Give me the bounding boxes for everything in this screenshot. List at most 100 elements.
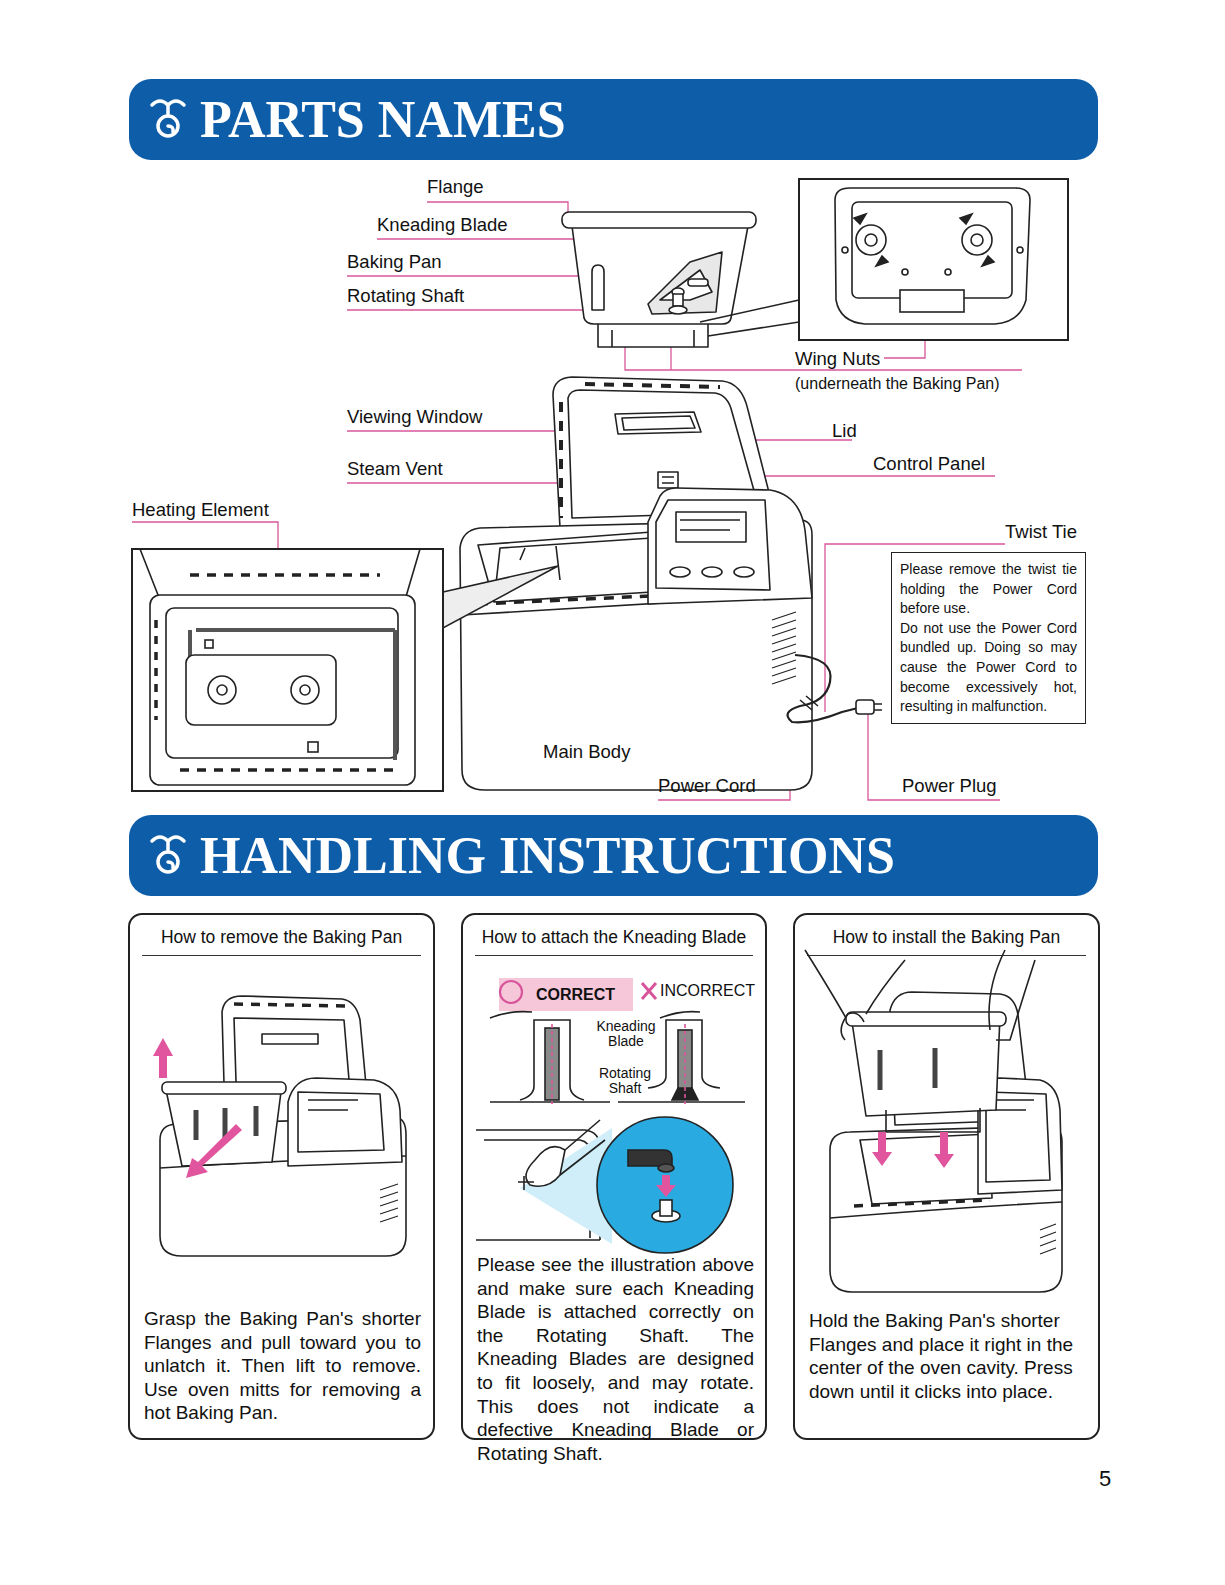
bread-machine-art <box>662 477 674 483</box>
blade-section-art <box>684 1024 686 1104</box>
part-label: Wing Nuts <box>795 348 880 369</box>
baking-pan-art <box>572 226 748 324</box>
heating-element-inset <box>217 685 227 695</box>
part-label: Kneading Blade <box>377 214 508 235</box>
part-label: Rotating Shaft <box>347 285 464 306</box>
part-label: Power Plug <box>902 775 997 796</box>
bread-machine-art <box>800 696 818 710</box>
band-box: PARTS NAMES <box>129 79 1098 160</box>
wing-nut-inset <box>856 225 886 255</box>
blade-attach-art <box>560 1120 605 1175</box>
part-label: (underneath the Baking Pan) <box>795 375 1000 393</box>
blade-section-art <box>490 1012 745 1104</box>
bread-machine-art <box>772 612 796 684</box>
baking-pan-art <box>700 300 799 336</box>
remove-pan-art <box>298 1092 384 1152</box>
part-label: Viewing Window <box>347 406 482 427</box>
bread-machine-art <box>478 596 650 604</box>
part-label: Rotating Shaft <box>594 1066 656 1097</box>
wing-nut-inset <box>842 247 848 253</box>
band-box: HANDLING INSTRUCTIONS <box>129 815 1098 896</box>
heating-element-inset <box>300 685 310 695</box>
direction-arrow <box>153 1038 173 1078</box>
heating-element-inset <box>308 742 318 752</box>
baking-pan-art <box>660 270 712 300</box>
remove-pan-art <box>166 1084 282 1166</box>
install-pan-art <box>854 1200 990 1206</box>
bread-machine-art <box>622 416 695 430</box>
heating-element-inset <box>291 676 319 704</box>
bread-machine-art <box>670 567 690 577</box>
panel-text: How to remove the Baking Pan <box>142 927 421 956</box>
wing-nut-inset <box>854 214 888 266</box>
remove-pan-art <box>160 996 406 1256</box>
blade-attach-art <box>597 1117 733 1253</box>
heating-element-inset <box>190 630 395 760</box>
correct-mark <box>642 983 656 999</box>
part-label: Control Panel <box>873 453 985 474</box>
part-label: INCORRECT <box>660 982 755 1000</box>
baking-pan-art <box>612 330 694 347</box>
part-label: Baking Pan <box>347 251 442 272</box>
heating-element-inset <box>154 620 158 720</box>
part-label: 5 <box>1099 1466 1111 1491</box>
direction-arrow <box>872 1132 954 1168</box>
wing-nut-inset <box>835 188 1030 324</box>
part-label: Flange <box>427 176 484 197</box>
remove-pan-art <box>308 1100 358 1110</box>
baking-pan-art <box>592 265 604 310</box>
blade-attach-art <box>518 1176 534 1190</box>
bread-machine-art <box>559 402 563 518</box>
note-text: Please remove the twist tie holding the … <box>900 560 1077 619</box>
part-label: Power Cord <box>658 775 756 796</box>
leader-line <box>132 202 1022 800</box>
wing-nut-inset <box>971 234 983 246</box>
wing-nut-inset <box>962 225 992 255</box>
install-pan-art <box>866 960 905 1014</box>
install-pan-art <box>846 1012 1006 1026</box>
baking-pan-art <box>562 212 756 228</box>
blade-attach-art <box>660 1200 672 1216</box>
baking-pan-art <box>648 252 722 314</box>
bread-machine-art <box>658 472 678 488</box>
install-pan-art <box>880 1048 935 1090</box>
part-label: Main Body <box>543 741 630 762</box>
bread-machine-art <box>656 500 770 590</box>
heating-element-inset <box>443 566 558 628</box>
note-text: Do not use the Power Cord bundled up. Do… <box>900 619 1077 717</box>
direction-arrow <box>934 1132 954 1168</box>
bread-machine-art <box>680 520 740 530</box>
install-pan-art <box>830 1202 1062 1218</box>
leader-line <box>868 712 1000 800</box>
bread-machine-art <box>788 655 859 722</box>
blade-section-art <box>551 1024 553 1104</box>
panel-text: How to attach the Kneading Blade <box>475 927 753 956</box>
panel-text: How to install the Baking Pan <box>807 927 1086 956</box>
heating-element-inset <box>180 768 400 772</box>
part-label: Lid <box>832 420 857 441</box>
heating-element-inset <box>150 595 415 785</box>
part-label: Twist Tie <box>1005 521 1077 542</box>
wing-nut-inset <box>945 269 951 275</box>
part-label: Steam Vent <box>347 458 443 479</box>
install-pan-art <box>852 1016 1000 1116</box>
remove-pan-art <box>288 1078 402 1166</box>
blade-attach-art <box>658 1164 674 1172</box>
heating-element-inset <box>208 676 236 704</box>
heating-element-inset <box>190 573 380 577</box>
direction-arrow <box>186 1124 242 1178</box>
bread-machine-art <box>494 538 652 602</box>
part-label: Kneading Blade <box>590 1019 662 1050</box>
baking-pan-art <box>673 294 683 306</box>
remove-pan-art <box>262 1034 318 1044</box>
install-pan-art <box>886 1108 980 1132</box>
wing-nut-inset <box>865 234 877 246</box>
bread-machine-art <box>648 488 812 604</box>
remove-pan-art <box>162 1082 286 1094</box>
baking-pan-art <box>562 212 799 347</box>
bread-machine-art <box>585 384 720 387</box>
correct-box: CORRECT <box>499 978 633 1011</box>
baking-pan-art <box>688 279 708 286</box>
panel-text: Hold the Baking Pan's shorter Flanges an… <box>809 1309 1086 1403</box>
